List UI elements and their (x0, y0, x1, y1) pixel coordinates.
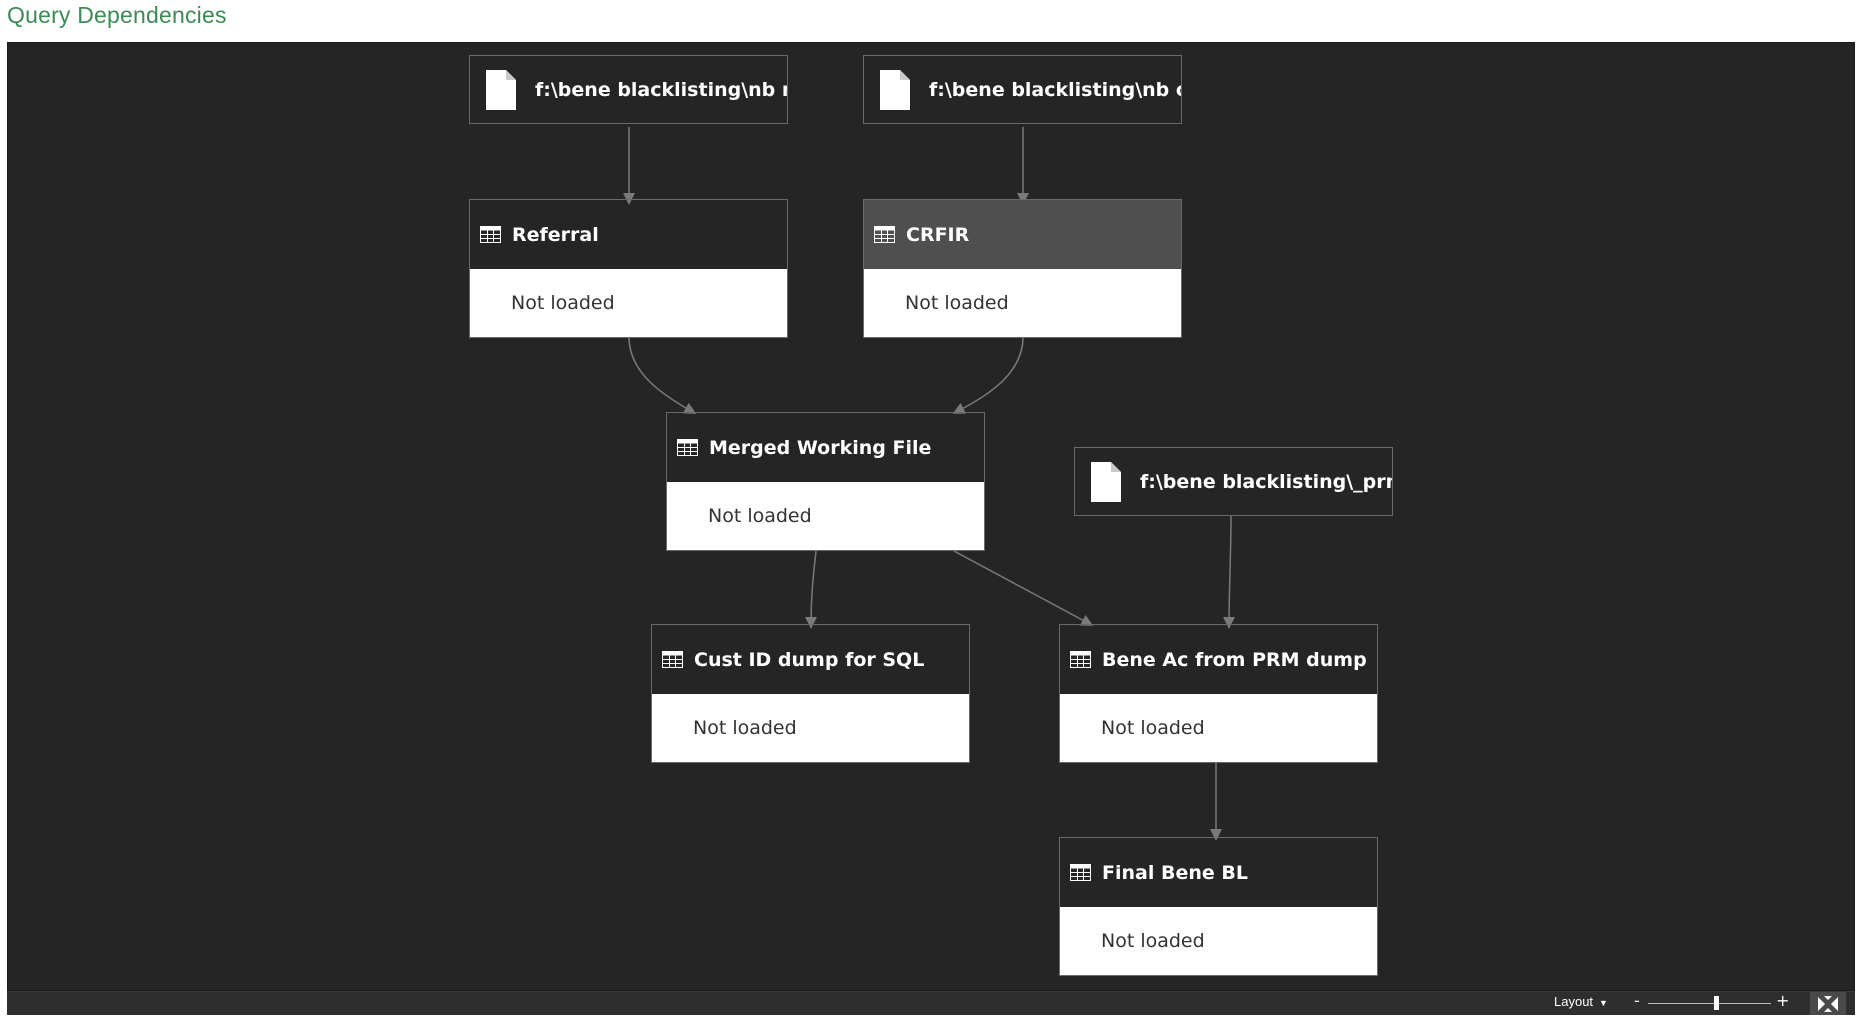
zoom-slider-thumb[interactable] (1714, 996, 1719, 1010)
load-status: Not loaded (1060, 694, 1377, 762)
source-node-label: f:\bene blacklisting\_prm... (1140, 470, 1392, 493)
fit-to-screen-icon (1818, 995, 1838, 1012)
file-icon (1091, 461, 1121, 502)
query-node-cust-id-dump[interactable]: Cust ID dump for SQL Not loaded (651, 624, 970, 763)
page-title: Query Dependencies (7, 2, 227, 28)
edge-crfir-merged (952, 336, 1024, 414)
query-node-final-bene-bl[interactable]: Final Bene BL Not loaded (1059, 837, 1378, 976)
query-node-crfir[interactable]: CRFIR Not loaded (863, 199, 1182, 338)
load-status: Not loaded (652, 694, 969, 762)
table-icon (677, 439, 698, 456)
query-node-merged-working-file[interactable]: Merged Working File Not loaded (666, 412, 985, 551)
source-node-label: f:\bene blacklisting\nb re... (535, 78, 787, 101)
query-node-title: Bene Ac from PRM dump (1102, 648, 1367, 671)
query-node-title: Final Bene BL (1102, 861, 1248, 884)
file-icon (880, 69, 910, 110)
chevron-down-icon: ▼ (1599, 998, 1608, 1008)
edge-merged-beneac (953, 550, 1094, 626)
zoom-out-button[interactable]: - (1634, 991, 1640, 1010)
source-node-label: f:\bene blacklisting\nb cr... (929, 78, 1181, 101)
load-status: Not loaded (470, 269, 787, 337)
edge-referral-merged (628, 336, 697, 414)
dependency-edges (623, 127, 1236, 841)
status-bar: Layout ▼ - + (7, 991, 1855, 1015)
file-icon (486, 69, 516, 110)
table-icon (874, 226, 895, 243)
layout-label: Layout (1554, 994, 1594, 1009)
layout-dropdown[interactable]: Layout ▼ (1554, 994, 1608, 1009)
zoom-in-button[interactable]: + (1776, 991, 1790, 1010)
table-icon (1070, 651, 1091, 668)
zoom-slider-track[interactable] (1648, 1003, 1771, 1004)
load-status: Not loaded (864, 269, 1181, 337)
load-status: Not loaded (1060, 907, 1377, 975)
query-node-referral[interactable]: Referral Not loaded (469, 199, 788, 338)
load-status: Not loaded (667, 482, 984, 550)
dependency-canvas[interactable]: f:\bene blacklisting\nb re... f:\bene bl… (7, 42, 1855, 991)
query-node-title: Referral (512, 223, 599, 246)
source-node-prm[interactable]: f:\bene blacklisting\_prm... (1074, 447, 1393, 516)
query-node-title: Merged Working File (709, 436, 932, 459)
source-node-nb-cr[interactable]: f:\bene blacklisting\nb cr... (863, 55, 1182, 124)
query-node-title: Cust ID dump for SQL (694, 648, 925, 671)
query-node-bene-ac-from-prm-dump[interactable]: Bene Ac from PRM dump Not loaded (1059, 624, 1378, 763)
edge-merged-custid (805, 550, 818, 629)
table-icon (480, 226, 501, 243)
edge-src3-beneac (1223, 514, 1236, 629)
query-node-title: CRFIR (906, 223, 970, 246)
table-icon (1070, 864, 1091, 881)
fit-to-screen-button[interactable] (1810, 992, 1846, 1015)
source-node-nb-re[interactable]: f:\bene blacklisting\nb re... (469, 55, 788, 124)
table-icon (662, 651, 683, 668)
